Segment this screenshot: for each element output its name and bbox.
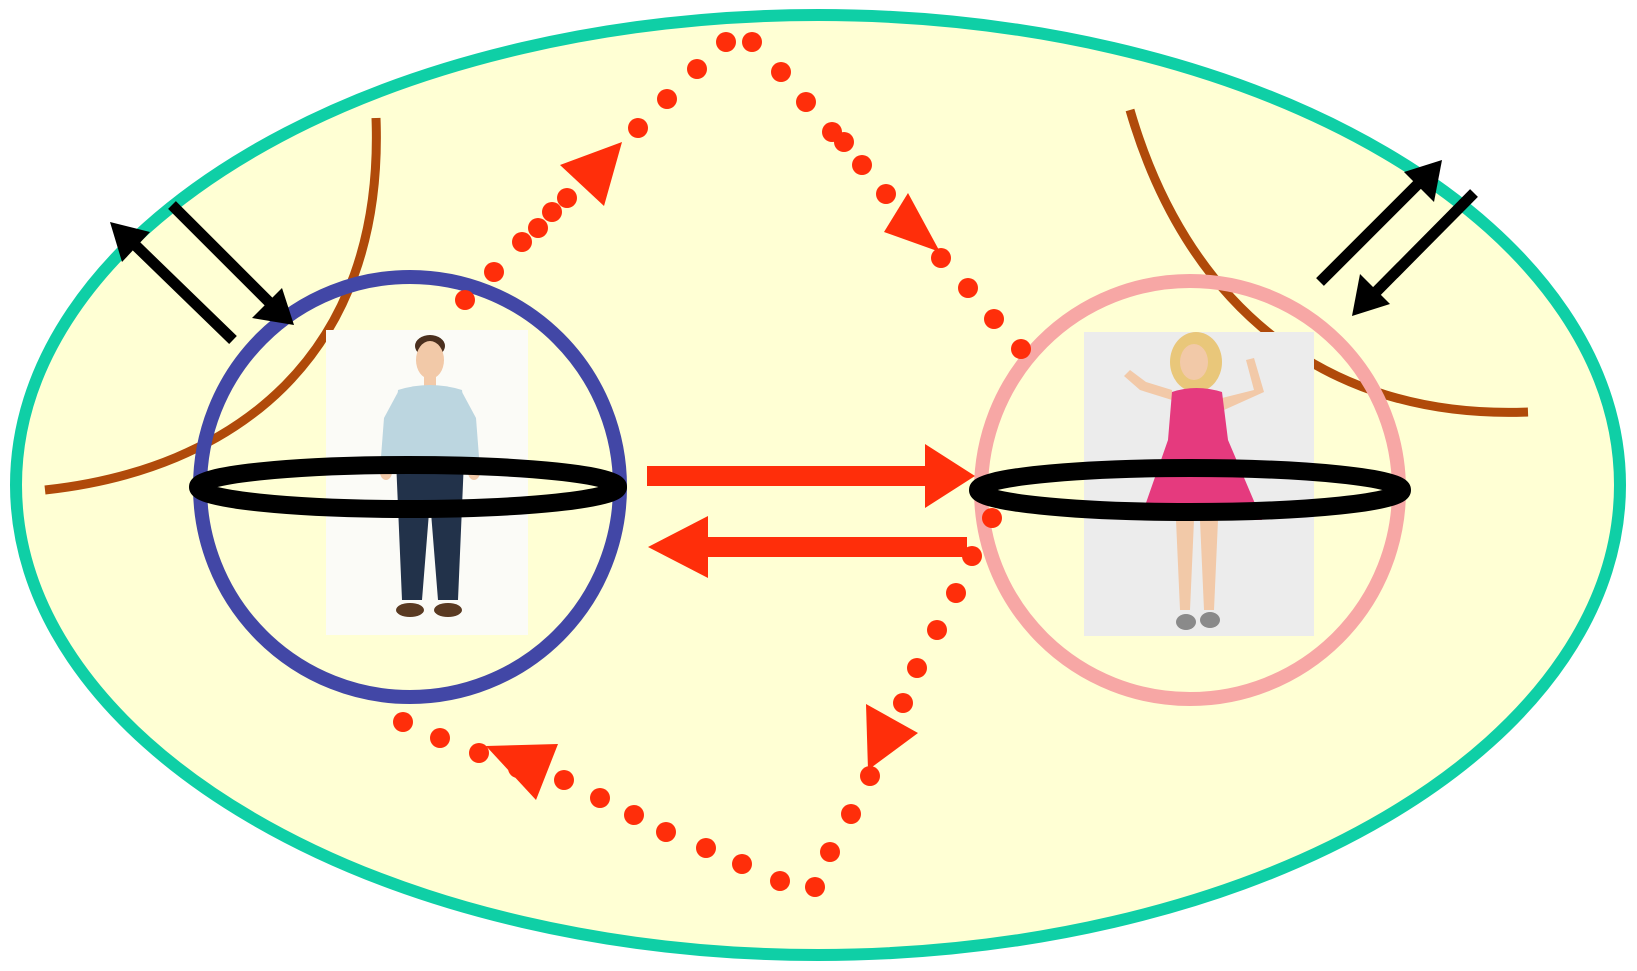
dotted-arrowhead-bottom-right xyxy=(866,704,918,770)
top-path-dot xyxy=(687,59,707,79)
top-path-dot xyxy=(557,188,577,208)
top-path-dot xyxy=(716,32,736,52)
right-exchange-arrows xyxy=(1316,160,1478,316)
bottom-path-dot xyxy=(841,804,861,824)
dotted-arrowhead-top-left xyxy=(560,142,622,206)
top-path-dot xyxy=(771,62,791,82)
solid-arrow-left-to-right xyxy=(647,444,975,508)
top-path-dot xyxy=(958,278,978,298)
top-path-dot xyxy=(455,290,475,310)
bottom-path-dot xyxy=(946,583,966,603)
bottom-path-dot xyxy=(860,766,880,786)
left-exchange-arrows xyxy=(110,201,294,344)
bottom-path-dot xyxy=(590,788,610,808)
top-path-dot xyxy=(512,232,532,252)
bottom-path-dot xyxy=(624,805,644,825)
top-path-dot xyxy=(484,262,504,282)
left-node-ring xyxy=(189,456,627,518)
woman-photo-icon xyxy=(1084,332,1314,636)
bottom-path-dot xyxy=(907,658,927,678)
left-boundary-curve xyxy=(44,117,381,495)
bottom-path-dot xyxy=(393,712,413,732)
bottom-path-dot xyxy=(962,546,982,566)
bottom-path-dot xyxy=(554,770,574,790)
top-path-dot xyxy=(657,89,677,109)
solid-arrow-right-to-left xyxy=(648,516,967,578)
bottom-path-dot xyxy=(732,854,752,874)
top-path-dot xyxy=(742,32,762,52)
bottom-path-dot xyxy=(430,728,450,748)
right-node-ring xyxy=(969,459,1411,521)
dotted-path-under-bottom xyxy=(393,508,1002,897)
dotted-arrowhead-top-right xyxy=(884,193,940,252)
dotted-arrowhead-bottom-left xyxy=(486,744,558,800)
bottom-path-dot xyxy=(469,743,489,763)
right-person-node xyxy=(969,274,1411,706)
top-path-dot xyxy=(876,184,896,204)
man-photo-icon xyxy=(326,330,528,635)
top-path-dot xyxy=(931,248,951,268)
bottom-path-dot xyxy=(927,620,947,640)
top-path-dot xyxy=(834,132,854,152)
bottom-path-dot xyxy=(893,693,913,713)
bottom-path-dot xyxy=(770,871,790,891)
top-path-dot xyxy=(852,155,872,175)
top-path-dot xyxy=(542,202,562,222)
bottom-path-dot xyxy=(820,842,840,862)
top-path-dot xyxy=(1011,339,1031,359)
bottom-path-dot xyxy=(982,508,1002,528)
dotted-path-over-top xyxy=(455,32,1031,359)
bottom-path-dot xyxy=(696,838,716,858)
bottom-path-dot xyxy=(805,877,825,897)
bottom-path-dot xyxy=(656,822,676,842)
top-path-dot xyxy=(984,309,1004,329)
top-path-dot xyxy=(628,118,648,138)
left-person-node xyxy=(189,270,627,704)
top-path-dot xyxy=(528,218,548,238)
top-path-dot xyxy=(796,92,816,112)
